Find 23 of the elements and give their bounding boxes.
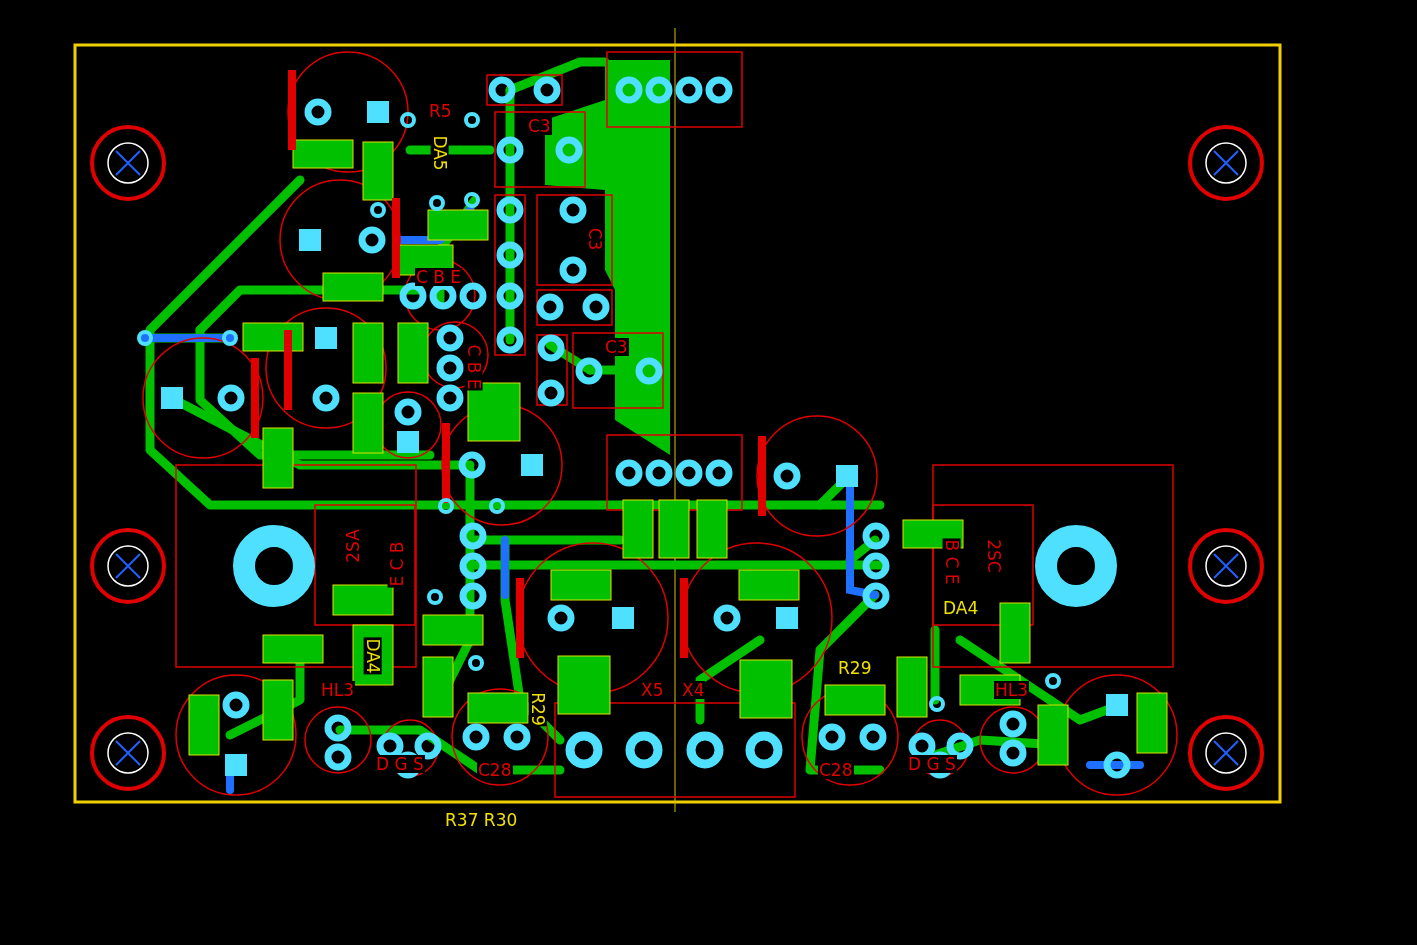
component-designator: C3 [604,338,629,356]
component-designator: DA4 [942,599,980,617]
component-designator: C28 [818,761,854,779]
component-designator: C3 [586,226,605,252]
component-designator: E C B [387,540,406,588]
component-designator: 2SA [343,528,362,564]
component-designator: C B E [415,268,463,286]
component-designator: R29 [528,691,547,727]
component-designator: DA4 [363,637,382,675]
component-designator: X5 [640,681,665,699]
component-designator: R37 R30 [444,811,519,829]
component-designator: R29 [837,659,873,677]
component-designator: B C E [942,538,961,586]
component-designator: C3 [527,117,552,135]
component-designator: D G S [907,755,957,773]
component-designator: HL3 [994,681,1030,699]
component-designator: C B E [464,343,483,391]
component-designator: X4 [681,681,706,699]
component-designator: R5 [428,102,453,120]
component-designator: D G S [375,755,425,773]
component-designator: HL3 [320,681,356,699]
component-designator: DA5 [430,134,449,172]
component-designator: C28 [477,761,513,779]
